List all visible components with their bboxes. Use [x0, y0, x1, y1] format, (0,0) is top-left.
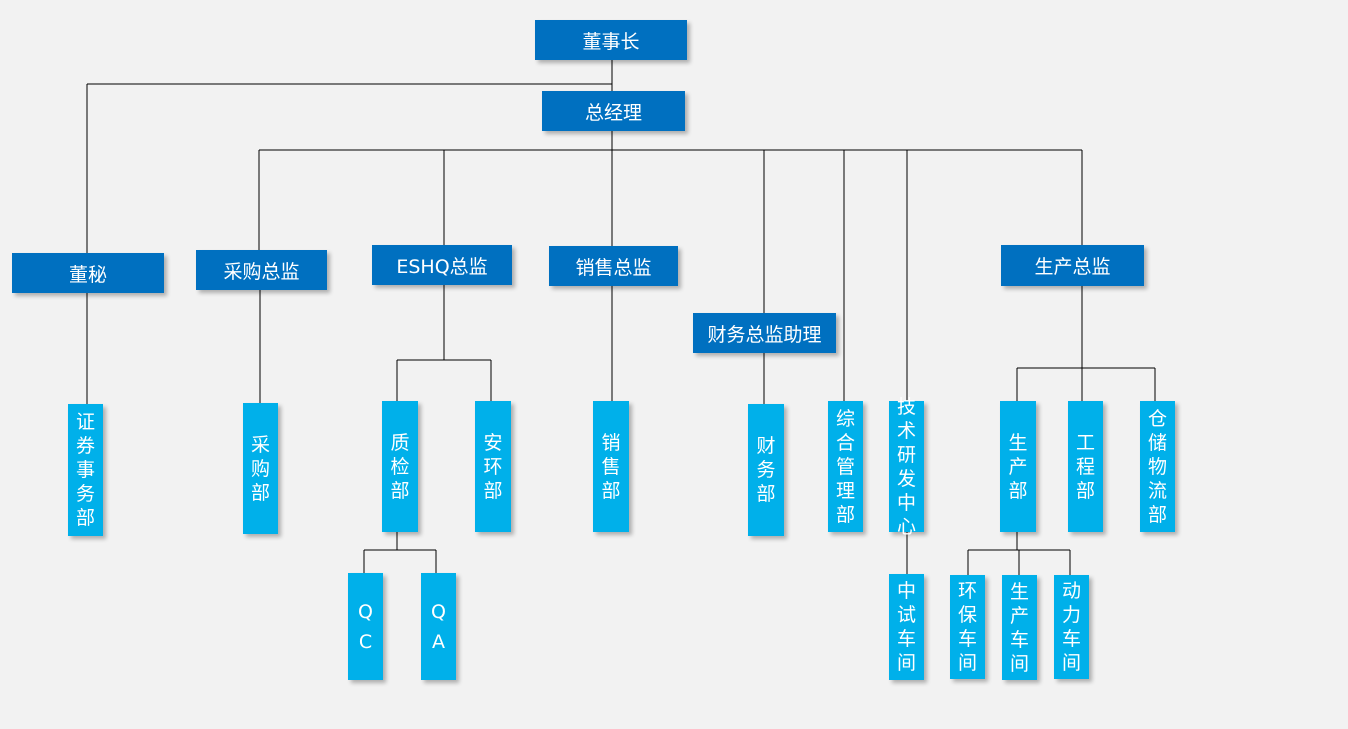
node-environmental-workshop: 环 保 车 间 — [950, 575, 985, 679]
node-chairman: 董事长 — [535, 20, 687, 60]
node-production-workshop: 生 产 车 间 — [1002, 575, 1037, 680]
node-sales-dept: 销 售 部 — [593, 401, 629, 532]
node-procurement-dept: 采 购 部 — [243, 403, 278, 534]
node-quality-inspection-dept: 质 检 部 — [382, 401, 418, 532]
node-securities-affairs-dept: 证 券 事 务 部 — [68, 404, 103, 536]
node-general-manager: 总经理 — [542, 91, 685, 131]
node-qa: Q A — [421, 573, 456, 680]
node-safety-environment-dept: 安 环 部 — [475, 401, 511, 532]
node-procurement-director: 采购总监 — [196, 250, 327, 290]
node-general-management-dept: 综 合 管 理 部 — [828, 401, 863, 532]
node-rd-center: 技 术 研 发 中 心 — [889, 396, 924, 538]
node-engineering-dept: 工 程 部 — [1068, 401, 1103, 532]
node-board-secretary: 董秘 — [12, 253, 164, 293]
node-finance-dept: 财 务 部 — [748, 404, 784, 536]
node-qc: Q C — [348, 573, 383, 680]
node-production-director: 生产总监 — [1001, 245, 1144, 286]
node-finance-director-assistant: 财务总监助理 — [693, 313, 836, 353]
node-pilot-workshop: 中 试 车 间 — [889, 574, 924, 680]
node-sales-director: 销售总监 — [549, 246, 678, 286]
node-warehouse-logistics-dept: 仓 储 物 流 部 — [1140, 401, 1175, 532]
node-eshq-director: ESHQ总监 — [372, 245, 512, 285]
node-production-dept: 生 产 部 — [1000, 401, 1036, 532]
node-power-workshop: 动 力 车 间 — [1054, 575, 1089, 679]
